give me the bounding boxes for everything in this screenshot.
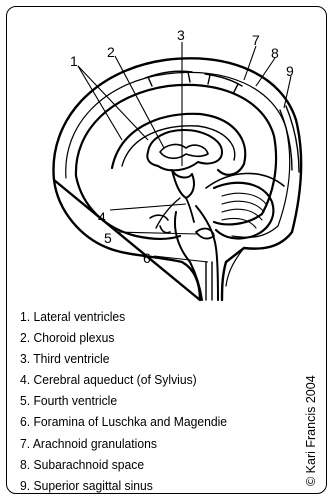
callout-1: 1 xyxy=(70,53,78,69)
callout-7: 7 xyxy=(252,32,260,48)
legend-item: 4. Cerebral aqueduct (of Sylvius) xyxy=(20,369,227,390)
legend-item: 7. Arachnoid granulations xyxy=(20,433,227,454)
legend: 1. Lateral ventricles 2. Choroid plexus … xyxy=(20,306,245,496)
callout-3: 3 xyxy=(177,27,185,43)
callout-4: 4 xyxy=(98,209,106,225)
third-ventricle xyxy=(172,170,194,198)
legend-item: 1. Lateral ventricles xyxy=(20,306,227,327)
choroid-plexus xyxy=(160,145,208,159)
callout-8: 8 xyxy=(271,45,279,61)
legend-item: 3. Third ventricle xyxy=(20,348,227,369)
legend-item: 8. Subarachnoid space xyxy=(20,454,227,475)
arachnoid-granulations xyxy=(145,71,242,92)
cerebral-aqueduct xyxy=(186,198,194,222)
copyright-notice: © Kari Francis 2004 xyxy=(304,375,318,486)
callout-9: 9 xyxy=(286,63,294,79)
callout-6: 6 xyxy=(143,250,151,266)
legend-item: 5. Fourth ventricle xyxy=(20,390,227,411)
fourth-ventricle xyxy=(196,229,214,239)
lateral-ventricle xyxy=(147,130,222,170)
callout-5: 5 xyxy=(104,230,112,246)
legend-item: 2. Choroid plexus xyxy=(20,327,227,348)
callout-2: 2 xyxy=(107,44,115,60)
legend-item: 9. Superior sagittal sinus xyxy=(20,475,227,496)
legend-item: 6. Foramina of Luschka and Magendie xyxy=(20,411,227,432)
